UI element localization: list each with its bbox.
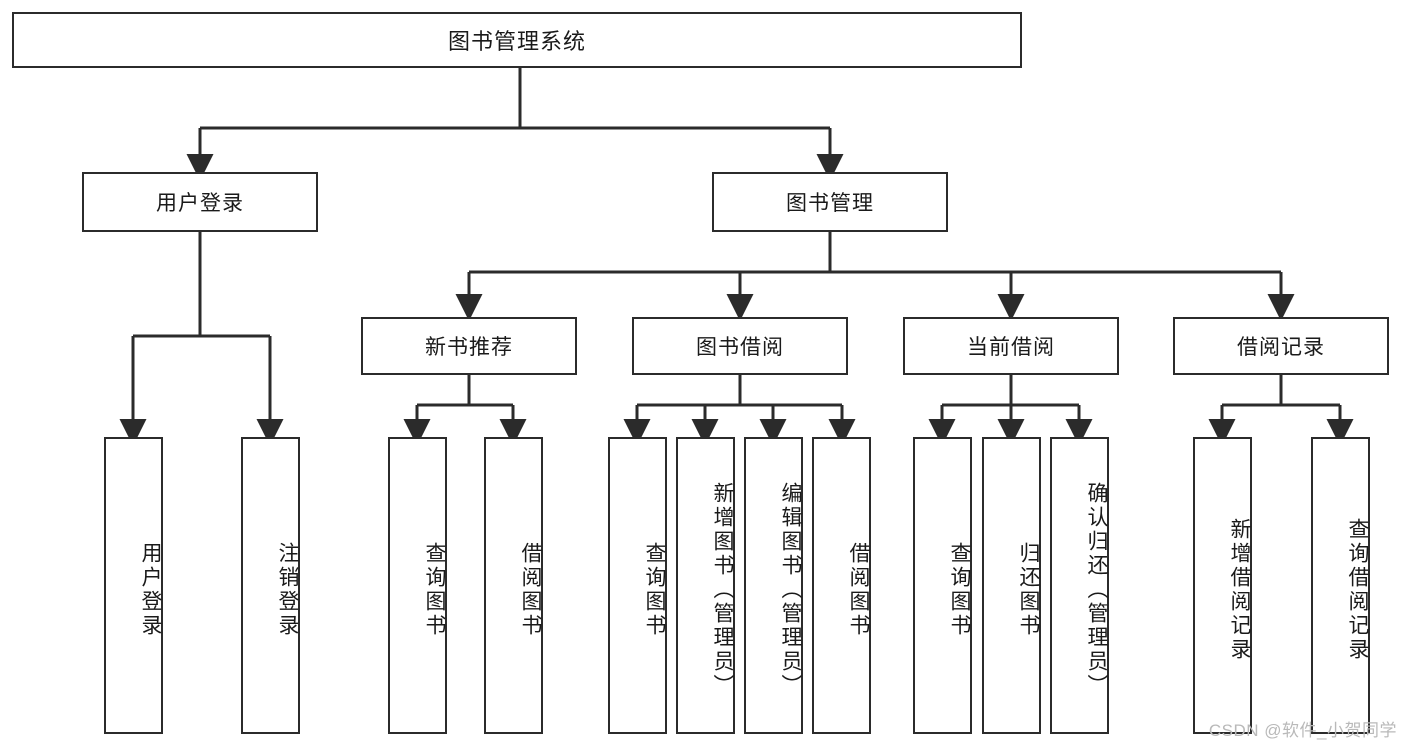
leaf-add-book-admin[interactable]: 新增图书（管理员） (676, 437, 735, 734)
node-label: 新增借阅记录 (1228, 517, 1251, 662)
leaf-user-login[interactable]: 用户登录 (104, 437, 163, 734)
leaf-borrow-book[interactable]: 借阅图书 (812, 437, 871, 734)
node-new-book-recommend[interactable]: 新书推荐 (361, 317, 577, 375)
node-label: 归还图书 (1017, 541, 1040, 638)
node-label: 注销登录 (276, 541, 299, 638)
node-current-borrow[interactable]: 当前借阅 (903, 317, 1119, 375)
node-label: 图书管理 (786, 192, 874, 215)
node-label: 用户登录 (156, 192, 244, 215)
node-label: 确认归还（管理员） (1085, 481, 1108, 698)
node-label: 借阅图书 (519, 541, 542, 638)
node-label: 查询借阅记录 (1346, 517, 1369, 662)
node-label: 当前借阅 (967, 336, 1055, 359)
node-label: 用户登录 (139, 541, 162, 638)
leaf-query-book-current[interactable]: 查询图书 (913, 437, 972, 734)
leaf-confirm-return-admin[interactable]: 确认归还（管理员） (1050, 437, 1109, 734)
node-label: 图书借阅 (696, 336, 784, 359)
node-borrow-record[interactable]: 借阅记录 (1173, 317, 1389, 375)
leaf-query-borrow-record[interactable]: 查询借阅记录 (1311, 437, 1370, 734)
leaf-user-logout[interactable]: 注销登录 (241, 437, 300, 734)
leaf-edit-book-admin[interactable]: 编辑图书（管理员） (744, 437, 803, 734)
leaf-query-book-recommend[interactable]: 查询图书 (388, 437, 447, 734)
node-label: 查询图书 (948, 541, 971, 638)
node-label: 编辑图书（管理员） (779, 481, 802, 698)
node-root-system[interactable]: 图书管理系统 (12, 12, 1022, 68)
node-user-login[interactable]: 用户登录 (82, 172, 318, 232)
node-label: 借阅记录 (1237, 336, 1325, 359)
node-label: 新增图书（管理员） (711, 481, 734, 698)
leaf-query-book-borrow[interactable]: 查询图书 (608, 437, 667, 734)
node-label: 新书推荐 (425, 336, 513, 359)
leaf-return-book[interactable]: 归还图书 (982, 437, 1041, 734)
node-book-management[interactable]: 图书管理 (712, 172, 948, 232)
node-label: 查询图书 (423, 541, 446, 638)
node-label: 图书管理系统 (447, 29, 586, 54)
node-book-borrow[interactable]: 图书借阅 (632, 317, 848, 375)
leaf-borrow-book-recommend[interactable]: 借阅图书 (484, 437, 543, 734)
node-label: 查询图书 (643, 541, 666, 638)
leaf-add-borrow-record[interactable]: 新增借阅记录 (1193, 437, 1252, 734)
watermark: CSDN @软件_小贺同学 (1208, 721, 1397, 740)
node-label: 借阅图书 (847, 541, 870, 638)
